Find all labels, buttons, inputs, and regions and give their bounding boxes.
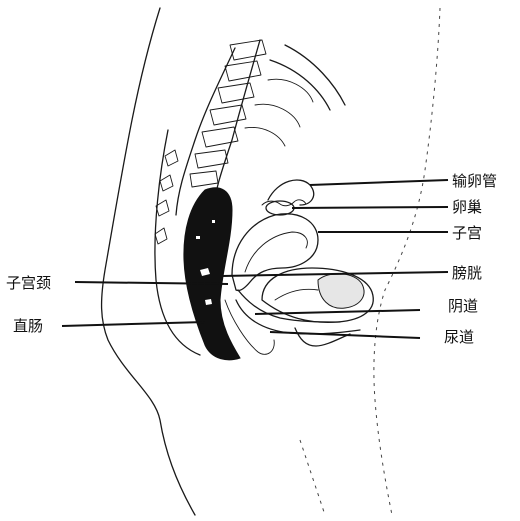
label-vagina: 阴道 [448,297,478,315]
bladder-dotted [318,274,364,309]
inner-thigh-outline [300,440,325,515]
label-ovary: 卵巢 [452,198,482,216]
uterus-outline [232,214,318,291]
label-fallopian-tube: 输卵管 [452,172,497,190]
leader-rectum [62,322,205,326]
label-urethra: 尿道 [444,328,474,346]
label-uterus: 子宫 [452,224,482,242]
spine [155,40,345,355]
body-back-outline [102,8,195,515]
leader-urethra [270,332,420,338]
label-cervix: 子宫颈 [6,274,51,292]
label-bladder: 膀胱 [452,264,482,282]
label-rectum: 直肠 [13,317,43,335]
abdomen-front-outline [374,8,440,515]
ovary [266,201,294,215]
leader-ovary [292,207,448,208]
leader-fallopian-tube [310,180,448,185]
